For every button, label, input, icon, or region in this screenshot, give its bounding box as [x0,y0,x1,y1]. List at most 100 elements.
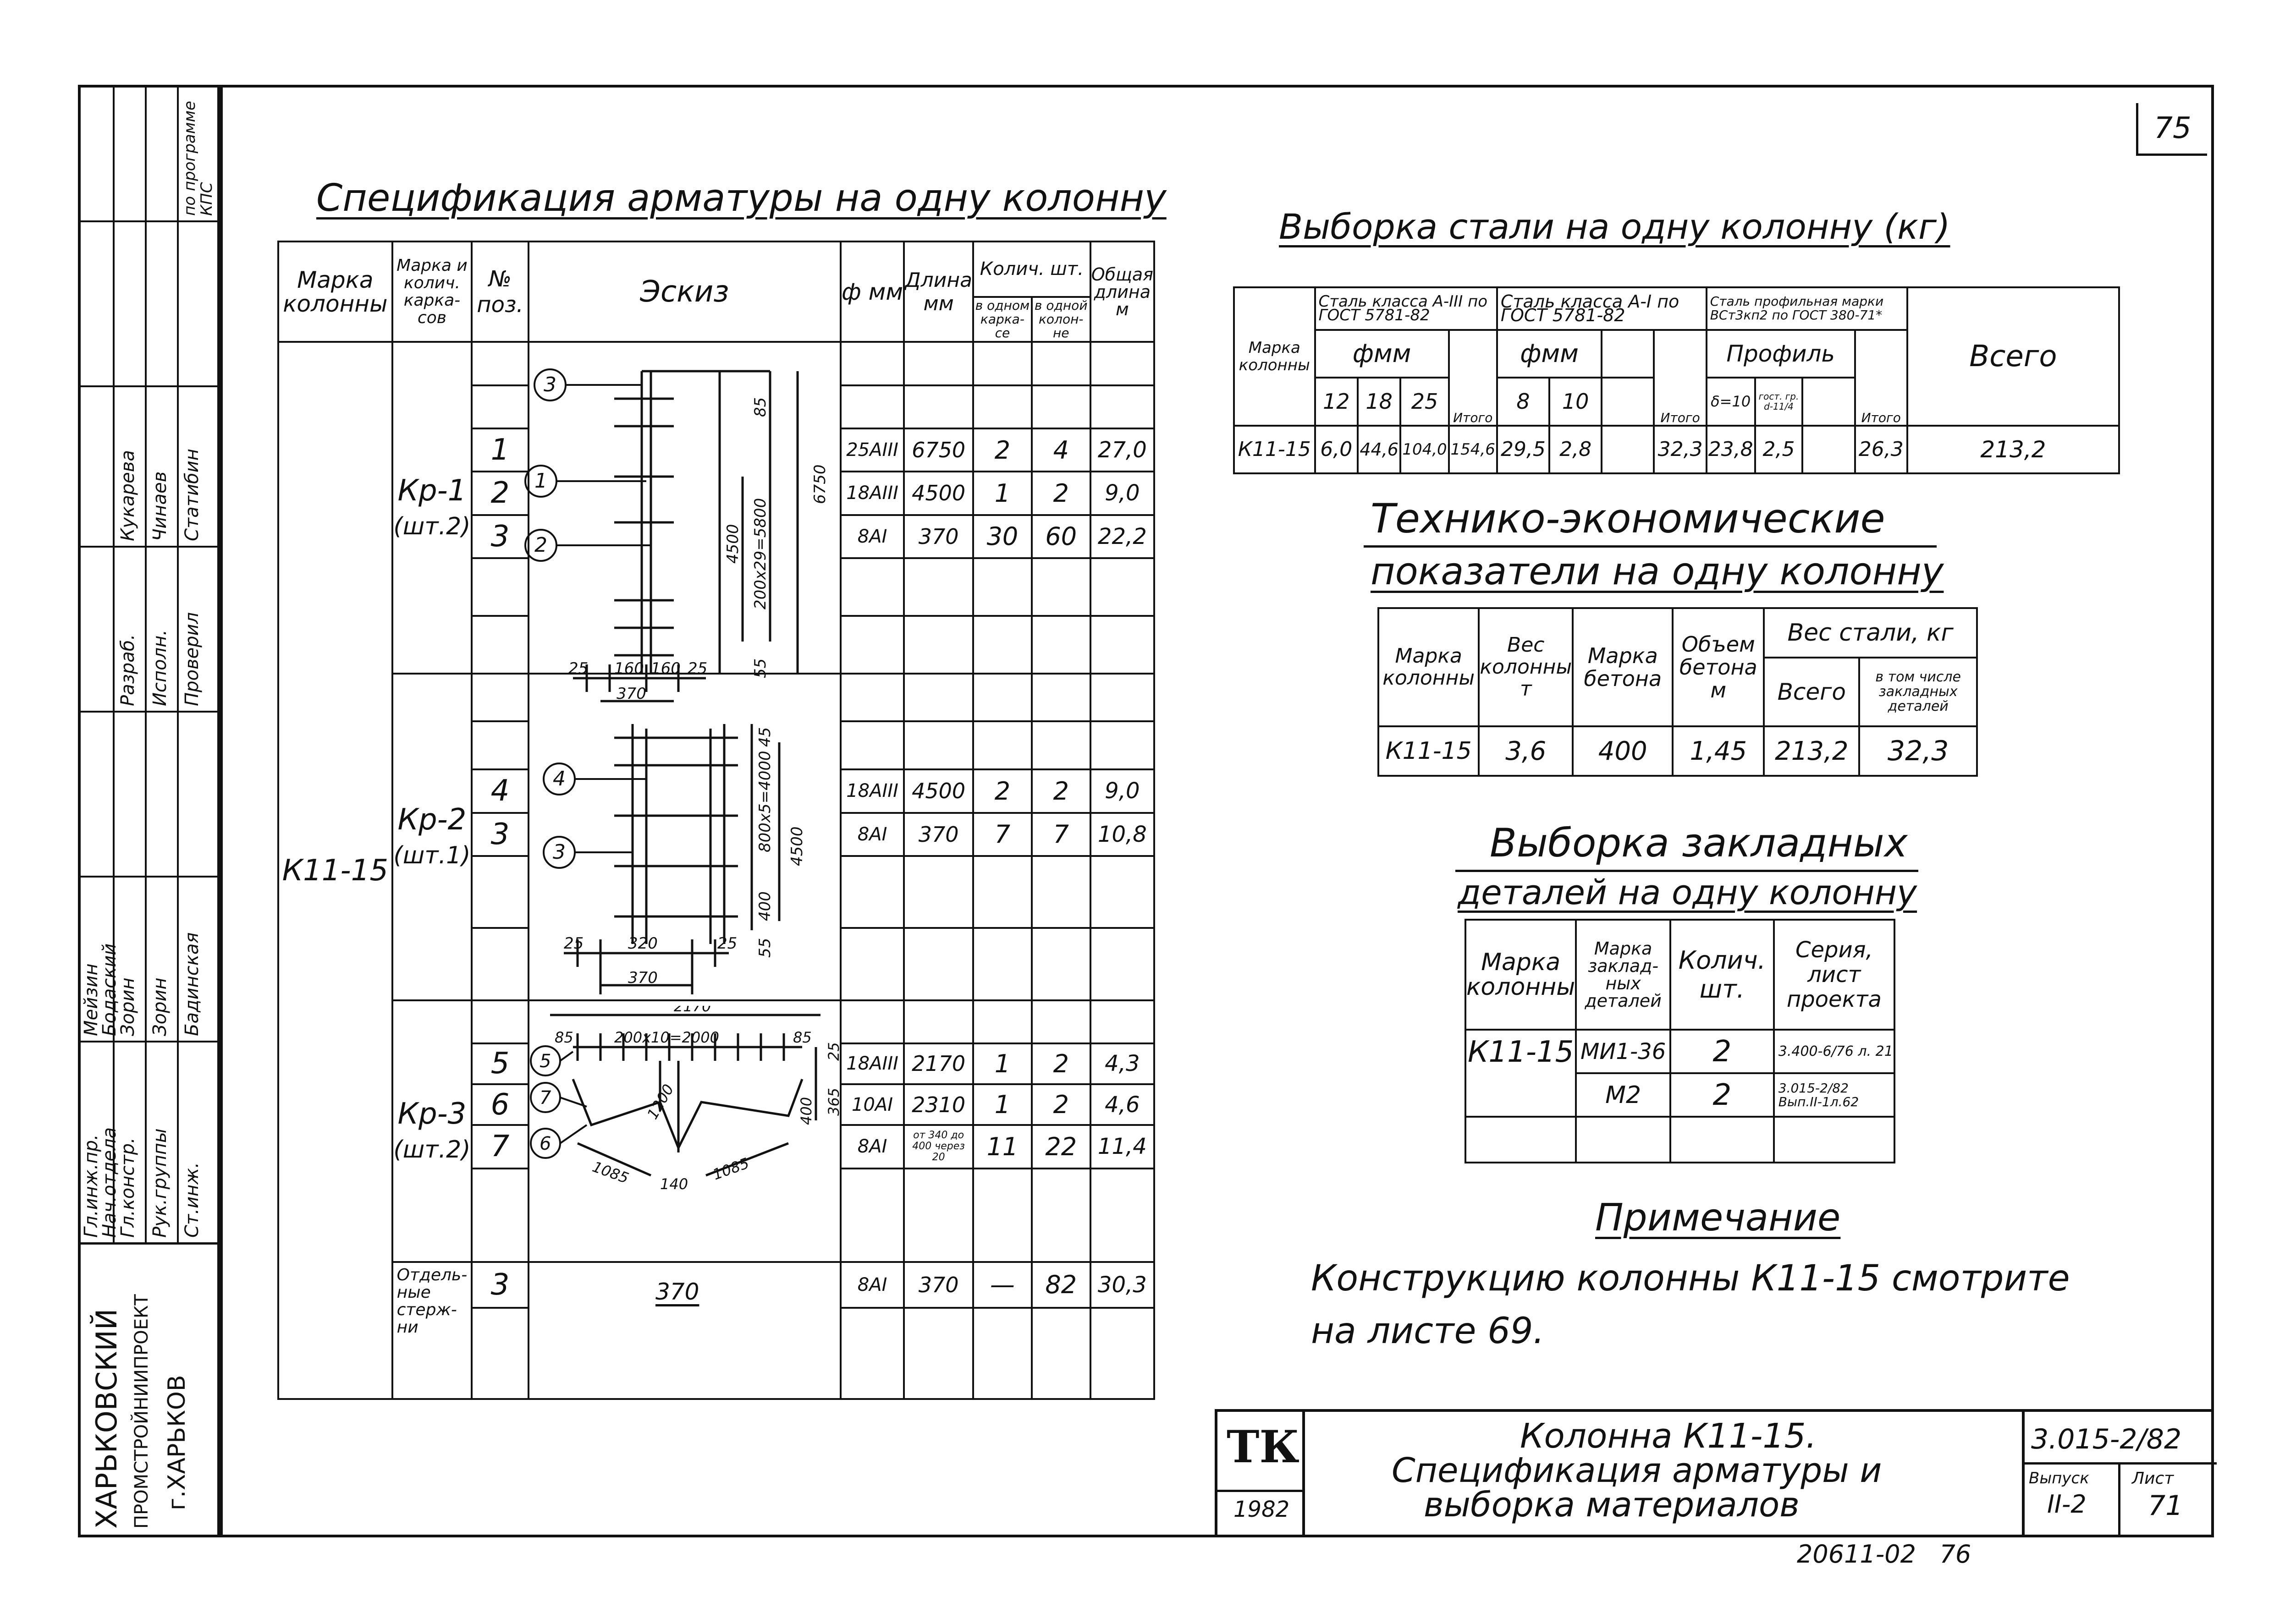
tep-ves: 3,6 [1478,725,1574,777]
diam-cell: 8АI [839,1124,905,1169]
dim-140: 140 [660,1175,688,1193]
frame-kr1-name: Кр-1 [397,473,467,508]
tep-hdr-marka: Марка колонны [1377,607,1480,728]
steel-title: Выборка стали на одну колонну (кг) [1279,206,1950,247]
dim-25e: 25 [825,1042,842,1061]
q2-cell: 4 [1030,427,1091,473]
note-title: Примечание [1595,1196,1841,1240]
name-3: Зорин [117,977,138,1036]
q2-cell: 7 [1030,812,1091,857]
diam-cell: 25АIII [839,427,905,473]
steel-p1: 23,8 [1705,424,1756,475]
stamp-name-3: выборка материалов [1424,1485,1800,1525]
zakl-table: Марка колонны Марка заклад- ных деталей … [1464,919,1896,1163]
q1-cell: — [972,1261,1033,1309]
hdr-qty-kolonna: в одной колон- не [1030,296,1091,343]
steel-hdr-total: Всего [1906,286,2120,427]
name2-2: Чинаев [149,471,171,541]
hdr-marka-karkasov: Марка и колич. карка- сов [391,240,473,343]
steel-hdr-fmm-2: фмм [1496,329,1603,379]
len-cell: 2310 [903,1083,975,1126]
dim-320: 320 [628,934,658,953]
steel-p2: 2,5 [1754,424,1804,475]
stamp-list: 71 [2148,1490,2183,1522]
hdr-qty: Колич. шт. [972,241,1091,298]
sketch-separate-dim: 370 [655,1278,699,1305]
dim-400: 400 [756,891,774,921]
callout-3b: 3 [553,840,566,864]
steel-hdr-d10: 10 [1548,377,1603,427]
steel-hdr-prof: Сталь профильная марки ВСт3кп2 по ГОСТ 3… [1705,286,1908,331]
total-cell: 30,3 [1089,1261,1156,1309]
spec-row: 3 8АI 370 30 60 22,2 [278,514,1156,559]
frame-kr1: Кр-1(шт.2) [391,341,473,675]
stamp-series: 3.015-2/82 [2031,1423,2182,1455]
stamp-name-1: Колонна К11-15. [1520,1416,1817,1456]
steel-hdr-marka: Марка колонны [1233,286,1316,427]
sketch-kr3: 5 7 6 2170 85 200х10=2000 85 25 1200 365… [530,1006,842,1193]
zakl-title-1: Выборка закладных [1490,820,1908,866]
tep-zakl: 32,3 [1858,725,1978,777]
steel-d25: 104,0 [1399,424,1450,475]
steel-hdr-d18: 18 [1356,377,1402,427]
q2-cell: 22 [1030,1124,1091,1169]
dim-25b: 25 [688,659,707,678]
zakl-title-2: деталей на одну колонну [1458,873,1917,912]
dim-365: 365 [825,1088,842,1116]
dim-25d: 25 [717,934,737,953]
stamp-name-2: Спецификация арматуры и [1392,1451,1882,1490]
q2-cell: 2 [1030,768,1091,814]
diam-cell: 8АI [839,1261,905,1309]
hdr-pos: № поз. [471,240,529,343]
spec-title: Спецификация арматуры на одну колонну [316,176,1167,220]
dim-160b: 160 [651,659,681,678]
tep-hdr-vsego: Всего [1763,656,1861,728]
role2-1: Разраб. [117,634,138,706]
total-cell: 9,0 [1089,471,1156,516]
callout-4: 4 [553,767,566,790]
callout-7: 7 [540,1087,551,1108]
left-title-strip: ХАРЬКОВСКИЙ ПРОМСТРОЙНИИПРОЕКТ г.ХАРЬКОВ… [78,85,220,1537]
steel-hdr-fmm-1: фмм [1314,329,1450,379]
len-cell: от 340 до 400 через 20 [903,1124,975,1169]
pos-cell: 5 [471,1042,529,1086]
stamp-block: ТК 1982 Колонна К11-15. Спецификация арм… [1215,1409,2217,1537]
dim-160a: 160 [614,659,644,678]
role-3: Гл.констр. [117,1137,138,1238]
q2-cell: 2 [1030,1083,1091,1126]
pos-cell: 3 [471,812,529,857]
frame-kr2-name: Кр-2 [397,803,467,837]
hdr-marka-kolonny: Марка колонны [277,240,393,343]
steel-hdr-itogo-2: Итого [1653,329,1707,427]
callout-3: 3 [544,373,556,396]
total-cell: 11,4 [1089,1124,1156,1169]
steel-d10: 2,8 [1548,424,1603,475]
pos-cell: 6 [471,1083,529,1126]
steel-table: Марка колонны Сталь класса А-III по ГОСТ… [1233,286,2120,475]
spec-row: 6 10АI 2310 1 2 4,6 [278,1083,1156,1126]
diam-cell: 18АIII [839,768,905,814]
stamp-list-label: Лист [2132,1469,2174,1488]
zakl-hdr-marka-zakl: Марка заклад- ных деталей [1575,919,1671,1031]
steel-d18: 44,6 [1356,424,1402,475]
len-cell: 4500 [903,471,975,516]
hdr-length: Длина мм [903,240,975,343]
column-mark: К11-15 [277,341,393,1400]
total-cell: 4,3 [1089,1042,1156,1086]
dim-1085b: 1085 [710,1154,752,1184]
dim-2170: 2170 [674,1006,711,1015]
diam-cell: 10АI [839,1083,905,1126]
pos-cell: 2 [471,471,529,516]
steel-hdr-p2: гост. гр. d-11/4 [1754,377,1804,427]
zakl-underline-1 [1455,870,1918,872]
total-cell: 10,8 [1089,812,1156,857]
total-cell: 22,2 [1089,514,1156,559]
steel-p3 [1801,424,1856,475]
hdr-qty-karkas: в одном карка- се [972,296,1033,343]
q2-cell: 2 [1030,1042,1091,1086]
role-5: Ст.инж. [182,1162,203,1238]
q1-cell: 1 [972,1083,1033,1126]
spec-row: 5 18АIII 2170 1 2 4,3 [278,1042,1156,1086]
role2-2: Исполн. [149,630,171,706]
zakl-item: М2 [1575,1072,1671,1118]
